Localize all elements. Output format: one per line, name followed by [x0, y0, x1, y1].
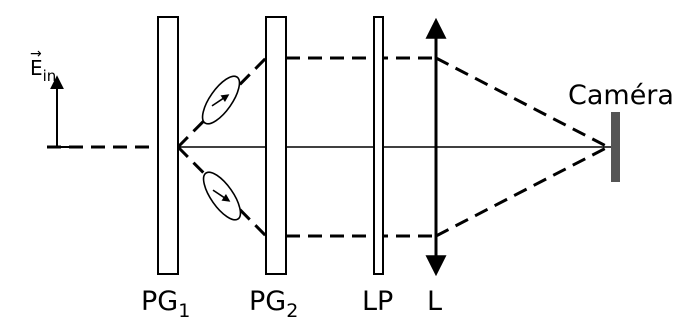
camera-label: Caméra [568, 80, 674, 111]
upper-converging-beam [435, 56, 609, 149]
polarization-ellipse-icon [202, 171, 242, 221]
pg1-element [157, 16, 179, 275]
lower-converging-beam [435, 145, 609, 238]
lens-label: L [427, 286, 442, 317]
camera-sensor [611, 112, 620, 182]
pg2-element [265, 16, 287, 275]
field-label: Ein [30, 56, 56, 85]
pg2-label: PG2 [249, 286, 298, 322]
lp-element [373, 16, 384, 275]
lp-label: LP [362, 286, 393, 317]
polarization-ellipse-icon [201, 75, 241, 125]
field-vector-arrow: → [30, 46, 42, 62]
pg1-label: PG1 [141, 286, 190, 322]
input-field-vector [50, 75, 82, 148]
